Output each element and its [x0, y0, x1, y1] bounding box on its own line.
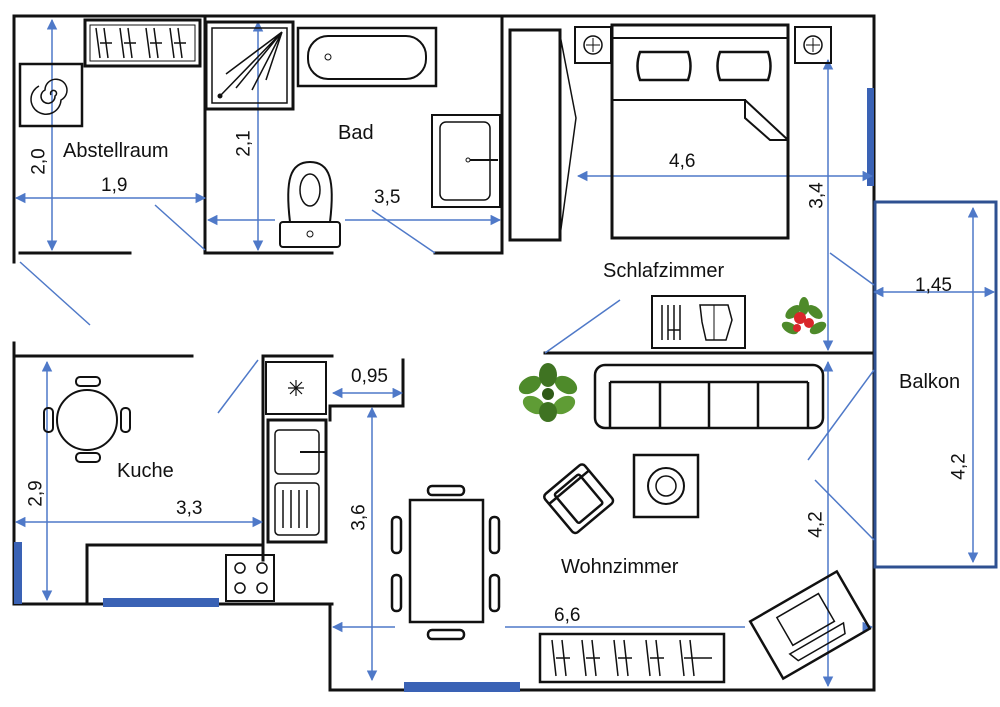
windows [14, 88, 874, 692]
dimension-wohnzimmer-width: 6,6 [554, 605, 581, 626]
window-kitchen-bottom [103, 598, 219, 607]
toilet-icon [279, 160, 341, 248]
door-swings [19, 204, 875, 541]
dimension-wohnzimmer-height-left: 3,6 [348, 504, 370, 531]
room-label-abstellraum: Abstellraum [63, 140, 169, 162]
dimension-schlafzimmer-width: 4,6 [669, 151, 696, 172]
wardrobe-icon [508, 28, 577, 242]
dimension-kueche-height: 2,9 [25, 480, 47, 507]
balcony-outline [873, 200, 998, 569]
clothes-rack-icon [651, 295, 746, 349]
dimension-bad-height: 2,1 [233, 130, 255, 157]
shower-icon [204, 20, 295, 111]
sofa-icon [593, 363, 825, 430]
room-label-wohnzimmer: Wohnzimmer [561, 556, 679, 578]
room-label-schlafzimmer: Schlafzimmer [603, 260, 725, 282]
dimension-schlafzimmer-height: 3,4 [806, 182, 828, 209]
water-heater-icon [18, 62, 84, 128]
dimension-lines [14, 18, 996, 688]
kitchen-table-icon [43, 376, 131, 463]
dimension-abstellraum-height: 2,0 [28, 148, 50, 175]
room-label-bad: Bad [338, 122, 374, 144]
window-kitchen-left [14, 542, 22, 604]
plant-bedroom-icon [781, 297, 827, 335]
nightstand-left-icon [574, 26, 612, 64]
desk-laptop-icon [748, 569, 872, 681]
dining-table-icon [390, 484, 501, 641]
stove-icon [225, 554, 275, 602]
shelf-living-icon [538, 632, 726, 684]
bathtub-icon [296, 26, 438, 88]
plant-living-icon [518, 363, 578, 422]
room-label-kueche: Kuche [117, 460, 174, 482]
window-bedroom [867, 88, 874, 186]
kitchen-counter [265, 361, 328, 544]
dimension-balkon-height: 4,2 [948, 453, 970, 480]
room-label-balkon: Balkon [899, 371, 961, 393]
nightstand-right-icon [794, 26, 832, 64]
shelf-abstellraum [83, 18, 202, 68]
dimension-abstellraum-width: 1,9 [101, 175, 128, 196]
side-table-icon [632, 453, 700, 519]
window-living-bottom [404, 682, 520, 692]
dimension-wohnzimmer-height-right: 4,2 [805, 511, 827, 538]
double-bed-icon [610, 23, 790, 240]
dimension-kueche-width: 3,3 [176, 498, 203, 519]
armchair-icon [543, 463, 615, 535]
sink-bad-icon [431, 114, 501, 208]
dimension-flur-width: 0,95 [351, 366, 388, 387]
dimension-bad-width: 3,5 [374, 187, 401, 208]
dimension-balkon-width: 1,45 [915, 275, 952, 296]
